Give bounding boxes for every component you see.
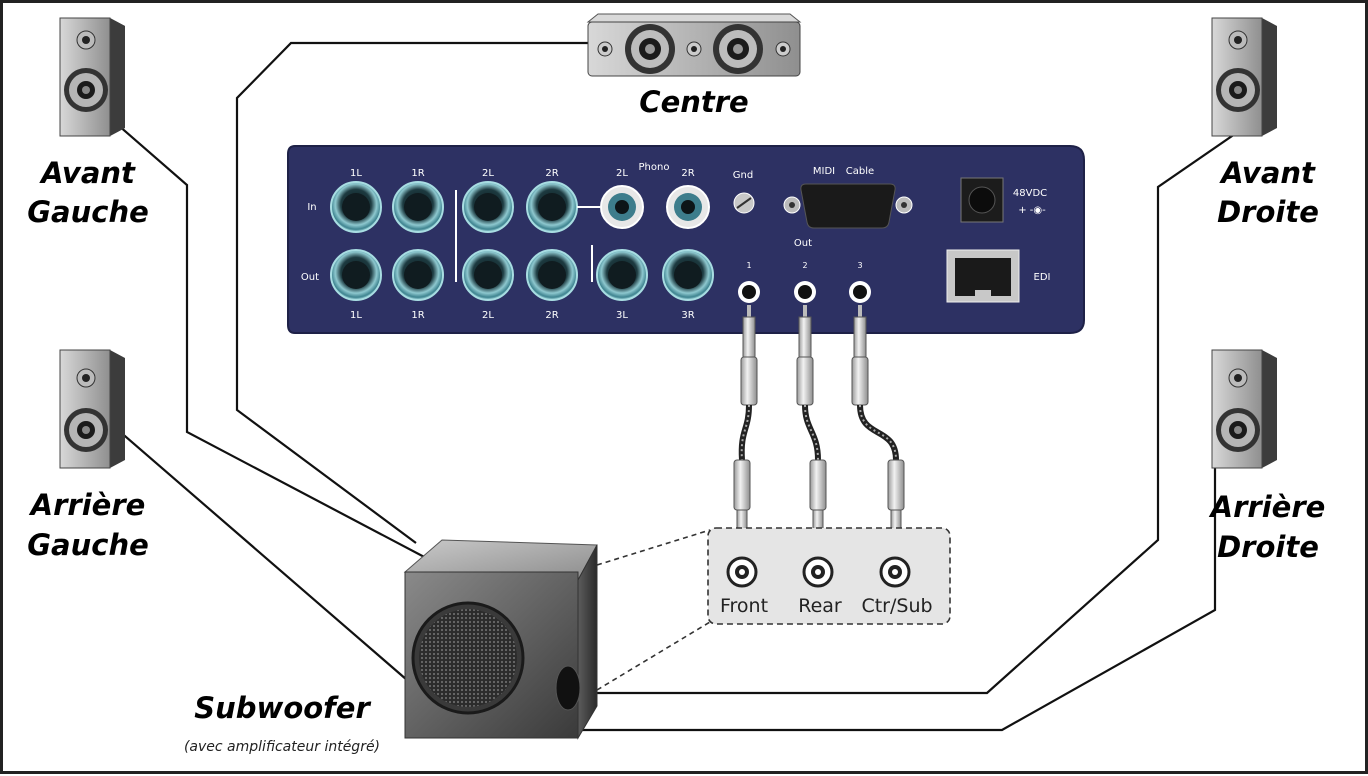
midi-label: MIDI <box>813 166 835 177</box>
minijack-out-3 <box>849 281 871 303</box>
in-label-2l: 2L <box>482 168 494 179</box>
in-label-2r: 2R <box>545 168 558 179</box>
wire-rear-left <box>117 429 408 681</box>
callout-lines <box>596 529 711 691</box>
out-label-3r: 3R <box>681 310 694 321</box>
audio-cables <box>733 305 905 552</box>
label-front-right-line1: Avant <box>1219 156 1316 190</box>
power-label: 48VDC <box>1013 188 1047 199</box>
cable-label: Cable <box>846 166 874 177</box>
minijack-plug-1 <box>740 305 758 406</box>
speaker-center-icon <box>586 13 802 77</box>
speaker-front-right-icon <box>1211 17 1277 137</box>
speaker-rear-right-icon <box>1211 349 1277 469</box>
label-rear-right-line1: Arrière <box>1209 490 1326 524</box>
out-jack-1r <box>392 249 444 301</box>
minijack-plug-3 <box>851 305 869 406</box>
speaker-front-left-icon <box>59 17 125 137</box>
in-label-1r: 1R <box>411 168 424 179</box>
label-rear-left-line2: Gauche <box>27 528 149 562</box>
wire-front-right <box>596 124 1249 695</box>
label-front-right-line2: Droite <box>1217 195 1319 229</box>
input-label-rear: Rear <box>798 595 842 617</box>
cable-2 <box>802 404 821 461</box>
cable-1 <box>738 404 752 461</box>
input-label-ctr-sub: Ctr/Sub <box>861 595 932 617</box>
out-jack-2l <box>462 249 514 301</box>
out-label-2r: 2R <box>545 310 558 321</box>
out-jack-3l <box>596 249 648 301</box>
in-jack-1l <box>330 181 382 233</box>
phono-title: Phono <box>639 162 670 173</box>
phono-label-2l: 2L <box>616 168 628 179</box>
subwoofer-title: Subwoofer <box>194 691 371 725</box>
gnd-label: Gnd <box>733 170 753 181</box>
out-label-2l: 2L <box>482 310 494 321</box>
wire-center <box>235 41 588 544</box>
minijack-number-1: 1 <box>746 261 751 270</box>
label-rear-left-line1: Arrière <box>29 488 146 522</box>
out-label-1r: 1R <box>411 310 424 321</box>
label-front-left-line1: Avant <box>39 156 136 190</box>
edi-port-icon <box>946 249 1020 303</box>
minijack-plug-2 <box>796 305 814 406</box>
edi-label: EDI <box>1034 272 1051 283</box>
wire-front-left <box>117 124 431 561</box>
label-front-left-line2: Gauche <box>27 195 149 229</box>
minijack-out-2 <box>794 281 816 303</box>
in-jack-2l <box>462 181 514 233</box>
power-polarity: + -◉- <box>1018 205 1046 216</box>
subwoofer-input-panel: Front Rear Ctr/Sub <box>707 527 951 625</box>
out-jack-3r <box>662 249 714 301</box>
rca-input-front <box>726 556 758 588</box>
phono-jack-2l <box>600 185 644 229</box>
out-jack-2r <box>526 249 578 301</box>
label-center: Centre <box>639 85 748 119</box>
speaker-rear-left-icon <box>59 349 125 469</box>
in-label-1l: 1L <box>350 168 362 179</box>
audio-interface-panel: In Out 1L 1R 2L 2R 2L Phono 2R 1L 1R 2L … <box>287 145 1085 334</box>
power-jack-icon <box>960 177 1004 223</box>
phono-label-2r: 2R <box>681 168 694 179</box>
minijack-out-1 <box>738 281 760 303</box>
row-in-label: In <box>307 202 316 213</box>
gnd-screw-icon <box>733 192 755 214</box>
label-rear-right-line2: Droite <box>1217 530 1319 564</box>
minijack-number-2: 2 <box>802 261 807 270</box>
rca-input-rear <box>802 556 834 588</box>
out-jack-1l <box>330 249 382 301</box>
minijack-number-3: 3 <box>857 261 862 270</box>
row-out-label: Out <box>301 272 319 283</box>
out-label-1l: 1L <box>350 310 362 321</box>
subwoofer-caption: (avec amplificateur intégré) <box>184 739 380 755</box>
input-label-front: Front <box>720 595 768 617</box>
in-jack-2r <box>526 181 578 233</box>
out-label-3l: 3L <box>616 310 628 321</box>
phono-jack-2r <box>666 185 710 229</box>
minijack-group-label: Out <box>794 238 812 249</box>
rca-input-ctr-sub <box>879 556 911 588</box>
in-jack-1r <box>392 181 444 233</box>
midi-connector-icon <box>783 183 913 229</box>
subwoofer-icon <box>403 539 598 740</box>
